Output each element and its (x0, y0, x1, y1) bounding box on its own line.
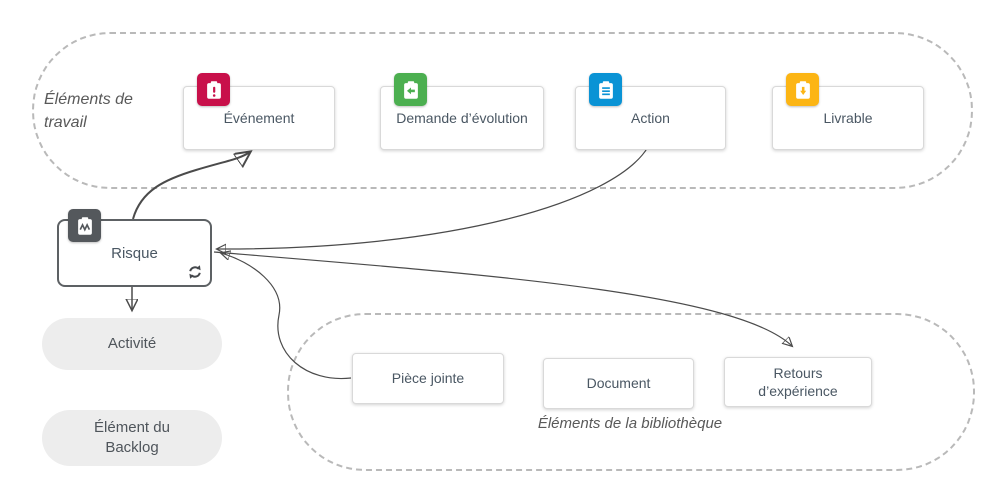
node-label: Événement (223, 109, 295, 126)
sync-icon (186, 263, 204, 281)
node-label: Pièce jointe (391, 370, 465, 387)
clipboard-list-icon (589, 73, 622, 106)
node-label: Activité (107, 334, 157, 352)
node-action: Action (575, 73, 726, 150)
work-items-group-label: Éléments de travail (44, 91, 133, 132)
library-group-label: Éléments de la bibliothèque (537, 415, 723, 432)
clipboard-zigzag-icon (68, 209, 101, 242)
node-label: Risque (111, 244, 158, 262)
node-activite: Activité (42, 318, 222, 370)
node-risque: Risque (57, 209, 212, 287)
node-label: Élément du Backlog (94, 418, 170, 456)
node-label: Action (631, 109, 670, 126)
node-demande-evolution: Demande d’évolution (380, 73, 544, 150)
node-label: Retours d’expérience (758, 364, 838, 399)
node-label: Document (586, 375, 651, 392)
node-document: Document (543, 358, 694, 409)
node-piece-jointe: Pièce jointe (352, 353, 504, 404)
node-livrable: Livrable (772, 73, 924, 150)
node-retours-experience: Retours d’expérience (724, 357, 872, 407)
clipboard-arrow-down-icon (786, 73, 819, 106)
node-label: Demande d’évolution (396, 109, 528, 126)
clipboard-exclamation-icon (197, 73, 230, 106)
clipboard-arrow-left-icon (394, 73, 427, 106)
node-element-backlog: Élément du Backlog (42, 410, 222, 466)
node-label: Livrable (823, 109, 873, 126)
node-evenement: Événement (183, 73, 335, 150)
